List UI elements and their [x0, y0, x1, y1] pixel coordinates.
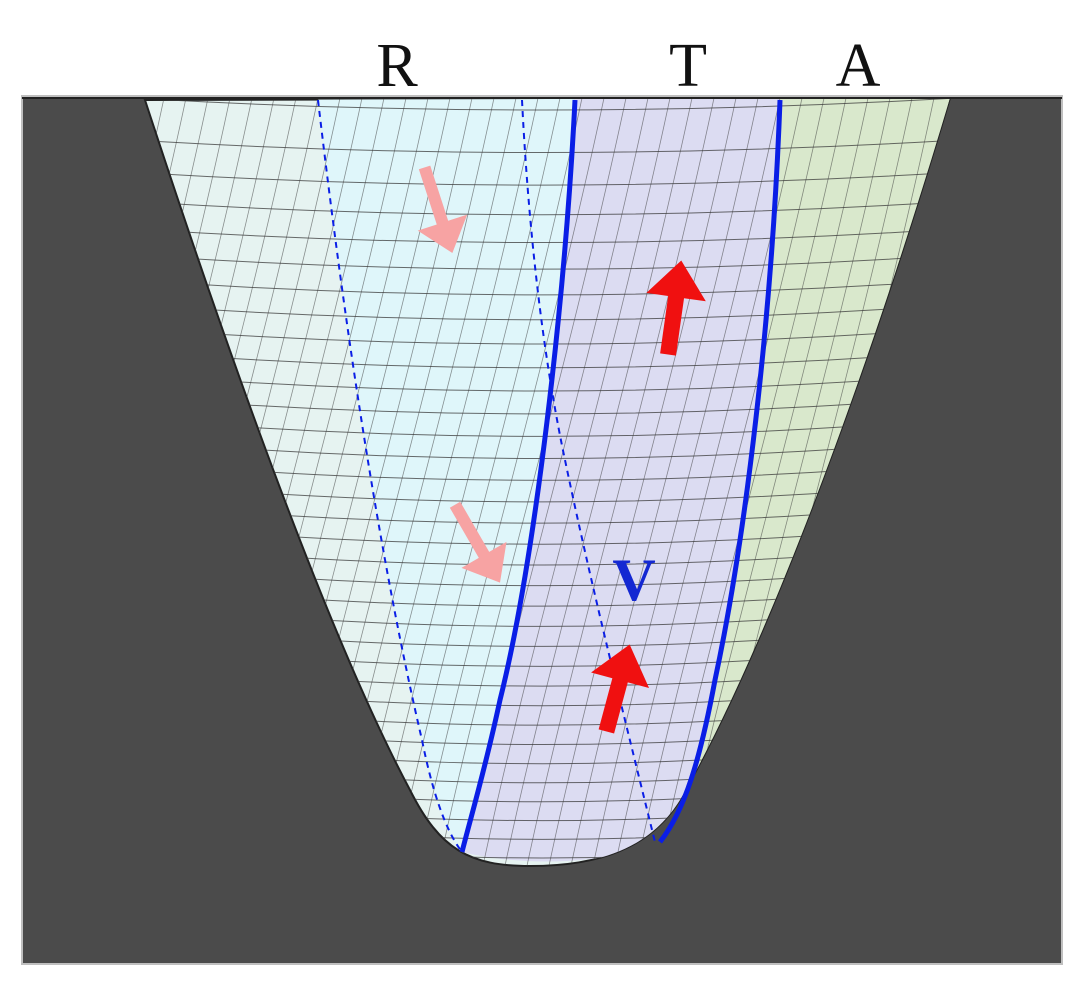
- down-arrow-icon: [417, 165, 468, 254]
- solid-boundary-right: [658, 99, 783, 844]
- region-a: [660, 98, 950, 842]
- up-arrow-icon: [591, 644, 650, 734]
- solid-boundary-left: [459, 99, 578, 853]
- label-r: R: [376, 32, 418, 100]
- up-arrow-icon: [646, 260, 706, 356]
- frame-border: [21, 95, 1063, 965]
- label-a: A: [836, 32, 881, 100]
- dashed-boundary-left: [317, 99, 463, 853]
- region-r: [318, 98, 575, 852]
- label-v: V: [612, 547, 655, 613]
- down-arrow-icon: [449, 501, 507, 583]
- label-t: T: [669, 32, 707, 100]
